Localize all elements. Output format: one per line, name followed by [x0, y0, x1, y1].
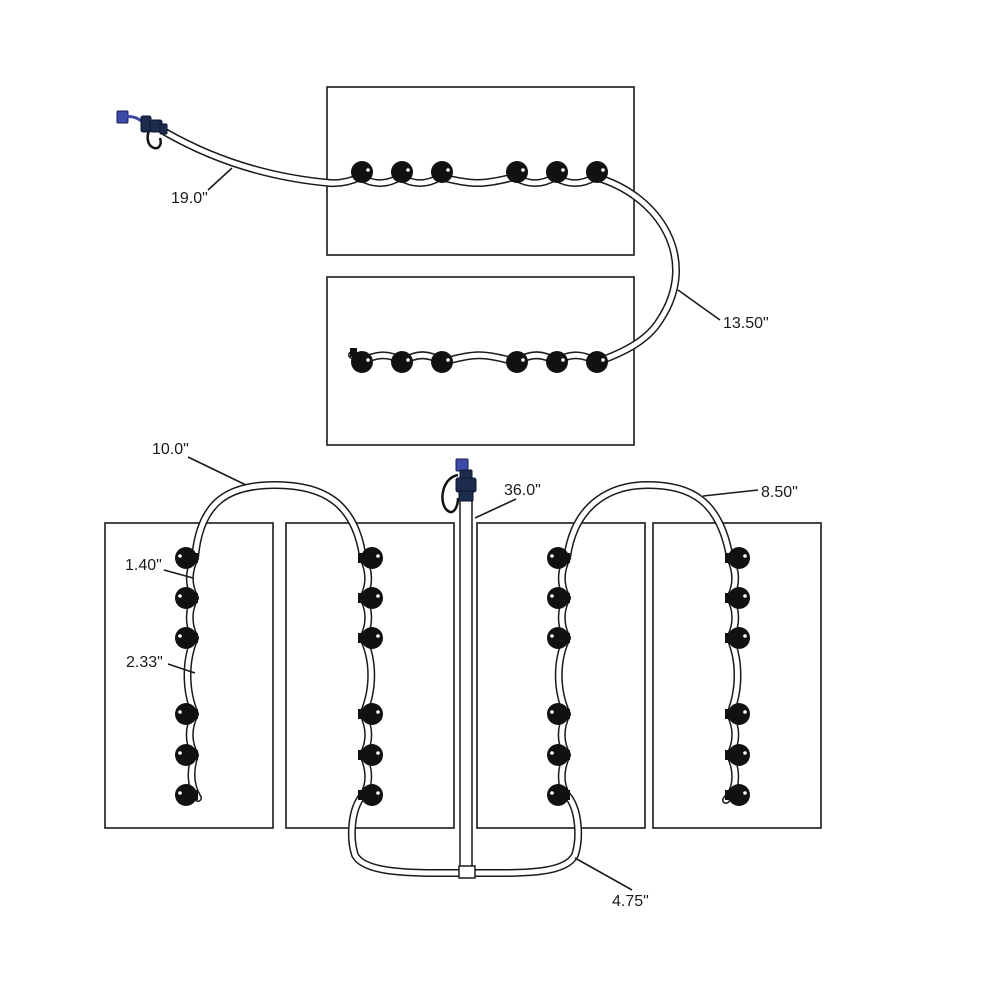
fitting: [547, 784, 570, 806]
top-panel-upper: [326, 86, 635, 256]
top-panel-lower: [326, 276, 635, 446]
dim-fitting-spacing: 1.40": [125, 557, 162, 574]
leader-top-inlet: [207, 167, 233, 191]
fitting: [506, 161, 528, 183]
fitting: [358, 703, 383, 725]
riser-connector: [441, 458, 477, 514]
fitting: [725, 587, 750, 609]
fitting: [175, 744, 198, 766]
leader-left-loop: [187, 456, 247, 486]
fitting: [175, 784, 198, 806]
fitting: [358, 547, 383, 569]
center-riser: [458, 499, 476, 879]
fitting: [725, 703, 750, 725]
fitting: [725, 627, 750, 649]
fitting: [358, 627, 383, 649]
leader-top-return: [677, 289, 721, 321]
top-lower-fittings: [350, 348, 608, 373]
leader-fitting-spacing: [163, 569, 194, 579]
fitting: [431, 351, 453, 373]
fitting: [586, 161, 608, 183]
fitting: [431, 161, 453, 183]
fitting: [547, 744, 570, 766]
dim-top-return-loop: 13.50": [723, 315, 769, 332]
fitting: [175, 547, 198, 569]
leader-manifold-branch: [574, 857, 633, 891]
dim-left-loop: 10.0": [152, 441, 189, 458]
fitting: [547, 627, 570, 649]
top-upper-fittings: [351, 161, 608, 183]
fitting: [358, 784, 383, 806]
fitting: [725, 744, 750, 766]
top-inlet-connector: [116, 110, 168, 150]
dim-manifold-branch: 4.75": [612, 893, 649, 910]
fitting: [586, 351, 608, 373]
panel-2-fittings: [358, 547, 383, 806]
fitting: [175, 587, 198, 609]
panel-1-fittings: [175, 547, 198, 806]
panel-4-fittings: [725, 547, 750, 806]
leader-group-gap: [167, 663, 196, 674]
fitting: [547, 587, 570, 609]
fitting: [725, 547, 750, 569]
fitting: [391, 351, 413, 373]
dim-top-inlet-length: 19.0": [171, 190, 208, 207]
leader-right-loop: [702, 489, 759, 497]
dim-center-riser: 36.0": [504, 482, 541, 499]
fitting: [725, 784, 750, 806]
top-assembly: 19.0" 13.50": [116, 86, 769, 446]
bottom-assembly: 10.0" 1.40" 2.33" 36.0" 8.50" 4.75": [104, 441, 822, 910]
fitting: [175, 703, 198, 725]
manifold-tee: [458, 865, 476, 879]
fitting: [358, 587, 383, 609]
end-plug: [350, 348, 357, 357]
fitting: [175, 627, 198, 649]
leader-center-riser: [474, 498, 517, 519]
fitting: [506, 351, 528, 373]
fitting: [358, 744, 383, 766]
dim-right-loop: 8.50": [761, 484, 798, 501]
fitting: [547, 703, 570, 725]
dim-group-gap: 2.33": [126, 654, 163, 671]
fitting: [546, 161, 568, 183]
fitting: [351, 161, 373, 183]
panel-3-fittings: [547, 547, 570, 806]
fitting: [391, 161, 413, 183]
fitting: [546, 351, 568, 373]
fitting: [547, 547, 570, 569]
